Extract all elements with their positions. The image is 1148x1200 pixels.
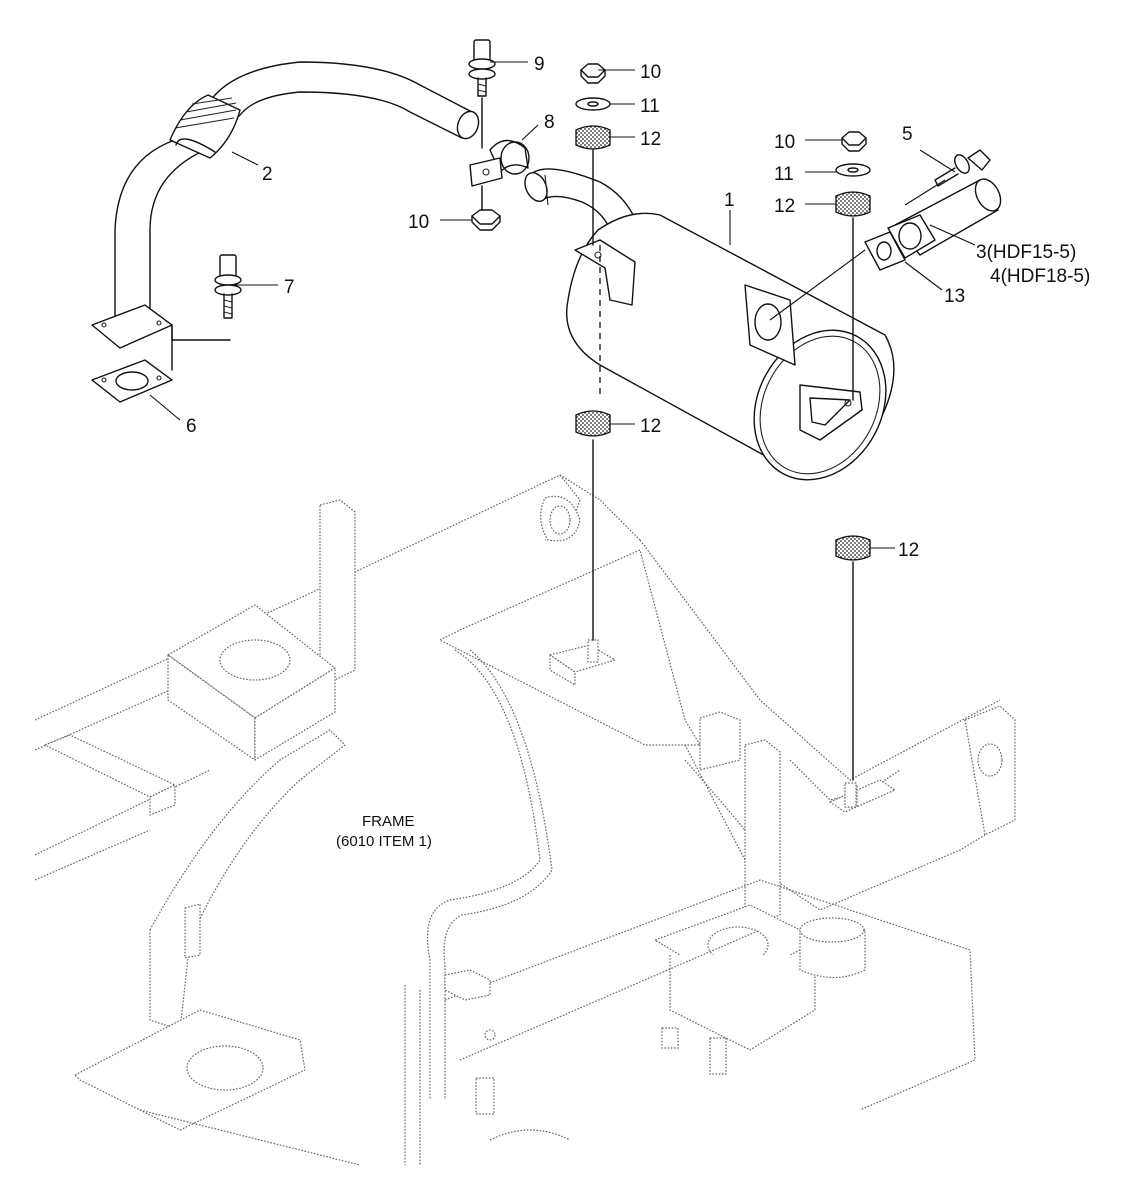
callout-4: 4(HDF18-5): [990, 266, 1090, 287]
callout-10-top-left: 10: [640, 62, 661, 83]
callout-11-right: 11: [774, 164, 794, 185]
frame-structure: [34, 474, 1016, 1166]
callout-11-left: 11: [640, 96, 660, 117]
left-mount-stack: [575, 63, 611, 641]
callout-2: 2: [262, 164, 273, 185]
exhaust-pipe: [91, 61, 480, 349]
pipe-clamp: [469, 139, 530, 211]
flange-bolt: [214, 254, 242, 319]
tail-pipe-bolt: [934, 149, 991, 187]
callout-12-left-bottom: 12: [640, 416, 661, 437]
callout-10-clamp: 10: [408, 212, 429, 233]
clamp-bolt: [468, 39, 496, 149]
callout-10-right: 10: [774, 132, 795, 153]
callout-6: 6: [186, 416, 197, 437]
callout-7: 7: [284, 277, 295, 298]
callout-8: 8: [544, 112, 555, 133]
callout-1: 1: [724, 190, 735, 211]
callout-12-right-top: 12: [774, 196, 795, 217]
callout-5: 5: [902, 124, 913, 145]
muffler: [524, 168, 895, 481]
callout-3: 3(HDF15-5): [976, 242, 1076, 263]
pipe-gasket: [91, 324, 173, 403]
leader-lines: [149, 61, 976, 549]
callout-labels: 1 2 3(HDF15-5) 4(HDF18-5) 5 6 7 8 9 10 1…: [186, 54, 1090, 850]
frame-label-line2: (6010 ITEM 1): [336, 833, 432, 850]
callout-12-left-top: 12: [640, 129, 661, 150]
right-mount-stack: [835, 131, 871, 781]
tail-pipe: [887, 178, 1002, 259]
tail-pipe-gasket: [864, 231, 906, 271]
callout-9: 9: [534, 54, 545, 75]
clamp-nut: [471, 209, 501, 231]
callout-13: 13: [944, 286, 965, 307]
frame-label-line1: FRAME: [362, 813, 415, 830]
callout-12-right-bottom: 12: [898, 540, 919, 561]
